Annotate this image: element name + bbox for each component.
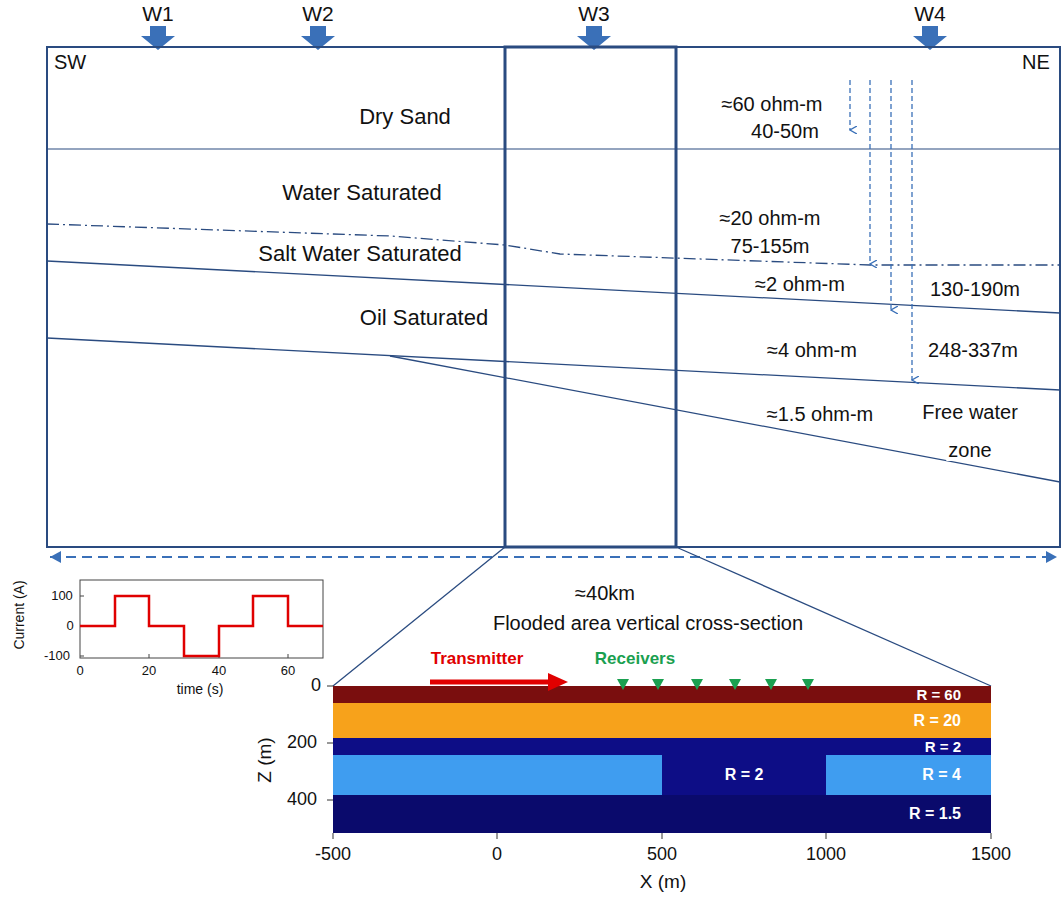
resistivity-band: R = 1.5 xyxy=(333,795,991,833)
tick-label: 200 xyxy=(287,733,317,753)
tick-label: 40 xyxy=(212,664,226,678)
tick-label: 100 xyxy=(51,589,73,603)
resistivity-note: ≈2 ohm-m xyxy=(753,273,847,295)
tick-label: 1500 xyxy=(971,845,1011,865)
distance-arrow xyxy=(50,556,1057,558)
tick-label: 400 xyxy=(287,790,317,810)
depth-arrows xyxy=(850,80,912,380)
axis-title: Z (m) xyxy=(255,737,276,782)
depth-note: 75-155m xyxy=(729,235,812,257)
tick-label: 1000 xyxy=(806,845,846,865)
depth-note: 248-337m xyxy=(926,339,1020,361)
well-name: W3 xyxy=(578,2,610,25)
layer-name: Dry Sand xyxy=(357,105,453,129)
tick-label: -100 xyxy=(44,649,70,663)
tick-label: 0 xyxy=(492,845,502,865)
current-plot xyxy=(80,580,323,658)
resistivity-value: R = 60 xyxy=(916,687,961,702)
tick-label: 0 xyxy=(76,664,83,678)
depth-note: 40-50m xyxy=(749,120,821,142)
resistivity-value: R = 1.5 xyxy=(909,806,961,822)
resistivity-band: R = 4 R = 2 xyxy=(333,755,991,795)
model-axes xyxy=(327,686,991,839)
direction-label: NE xyxy=(1020,51,1052,73)
resistivity-band: R = 60 xyxy=(333,686,991,703)
resistivity-value: R = 2 xyxy=(925,739,961,754)
axis-title: X (m) xyxy=(640,872,686,893)
depth-note: 130-190m xyxy=(928,278,1022,300)
resistivity-note: ≈60 ohm-m xyxy=(719,93,824,115)
axis-title: Current (A) xyxy=(12,580,27,649)
layer-boundaries xyxy=(47,47,1060,547)
tick-label: -500 xyxy=(315,845,351,865)
tick-label: 0 xyxy=(66,619,73,633)
zone-label: zone xyxy=(946,439,993,461)
resistivity-note: ≈1.5 ohm-m xyxy=(765,403,876,425)
well-name: W1 xyxy=(142,2,174,25)
tick-label: 20 xyxy=(142,664,156,678)
resistivity-band: R = 2 xyxy=(662,755,826,795)
distance-label: ≈40km xyxy=(573,582,637,604)
resistivity-note: ≈4 ohm-m xyxy=(765,339,859,361)
resistivity-value: R = 20 xyxy=(913,713,961,729)
axis-title: time (s) xyxy=(177,682,224,697)
direction-label: SW xyxy=(52,51,88,73)
receivers-label: Receivers xyxy=(593,650,677,669)
resistivity-band: R = 2 xyxy=(333,738,991,755)
resistivity-value: R = 2 xyxy=(725,767,764,783)
resistivity-value: R = 4 xyxy=(922,767,961,783)
layer-name: Water Saturated xyxy=(280,181,443,205)
layer-name: Oil Saturated xyxy=(358,306,490,330)
transmitter-label: Transmitter xyxy=(429,650,526,669)
zoom-lines xyxy=(333,547,991,686)
caption-text: Flooded area vertical cross-section xyxy=(491,612,805,634)
tick-label: 500 xyxy=(647,845,677,865)
well-name: W2 xyxy=(302,2,334,25)
zone-label: Free water xyxy=(920,401,1020,423)
layer-name: Salt Water Saturated xyxy=(256,242,463,266)
resistivity-band: R = 20 xyxy=(333,703,991,738)
well-name: W4 xyxy=(914,2,946,25)
resistivity-note: ≈20 ohm-m xyxy=(717,207,822,229)
tick-label: 60 xyxy=(281,664,295,678)
tick-label: 0 xyxy=(311,676,321,696)
